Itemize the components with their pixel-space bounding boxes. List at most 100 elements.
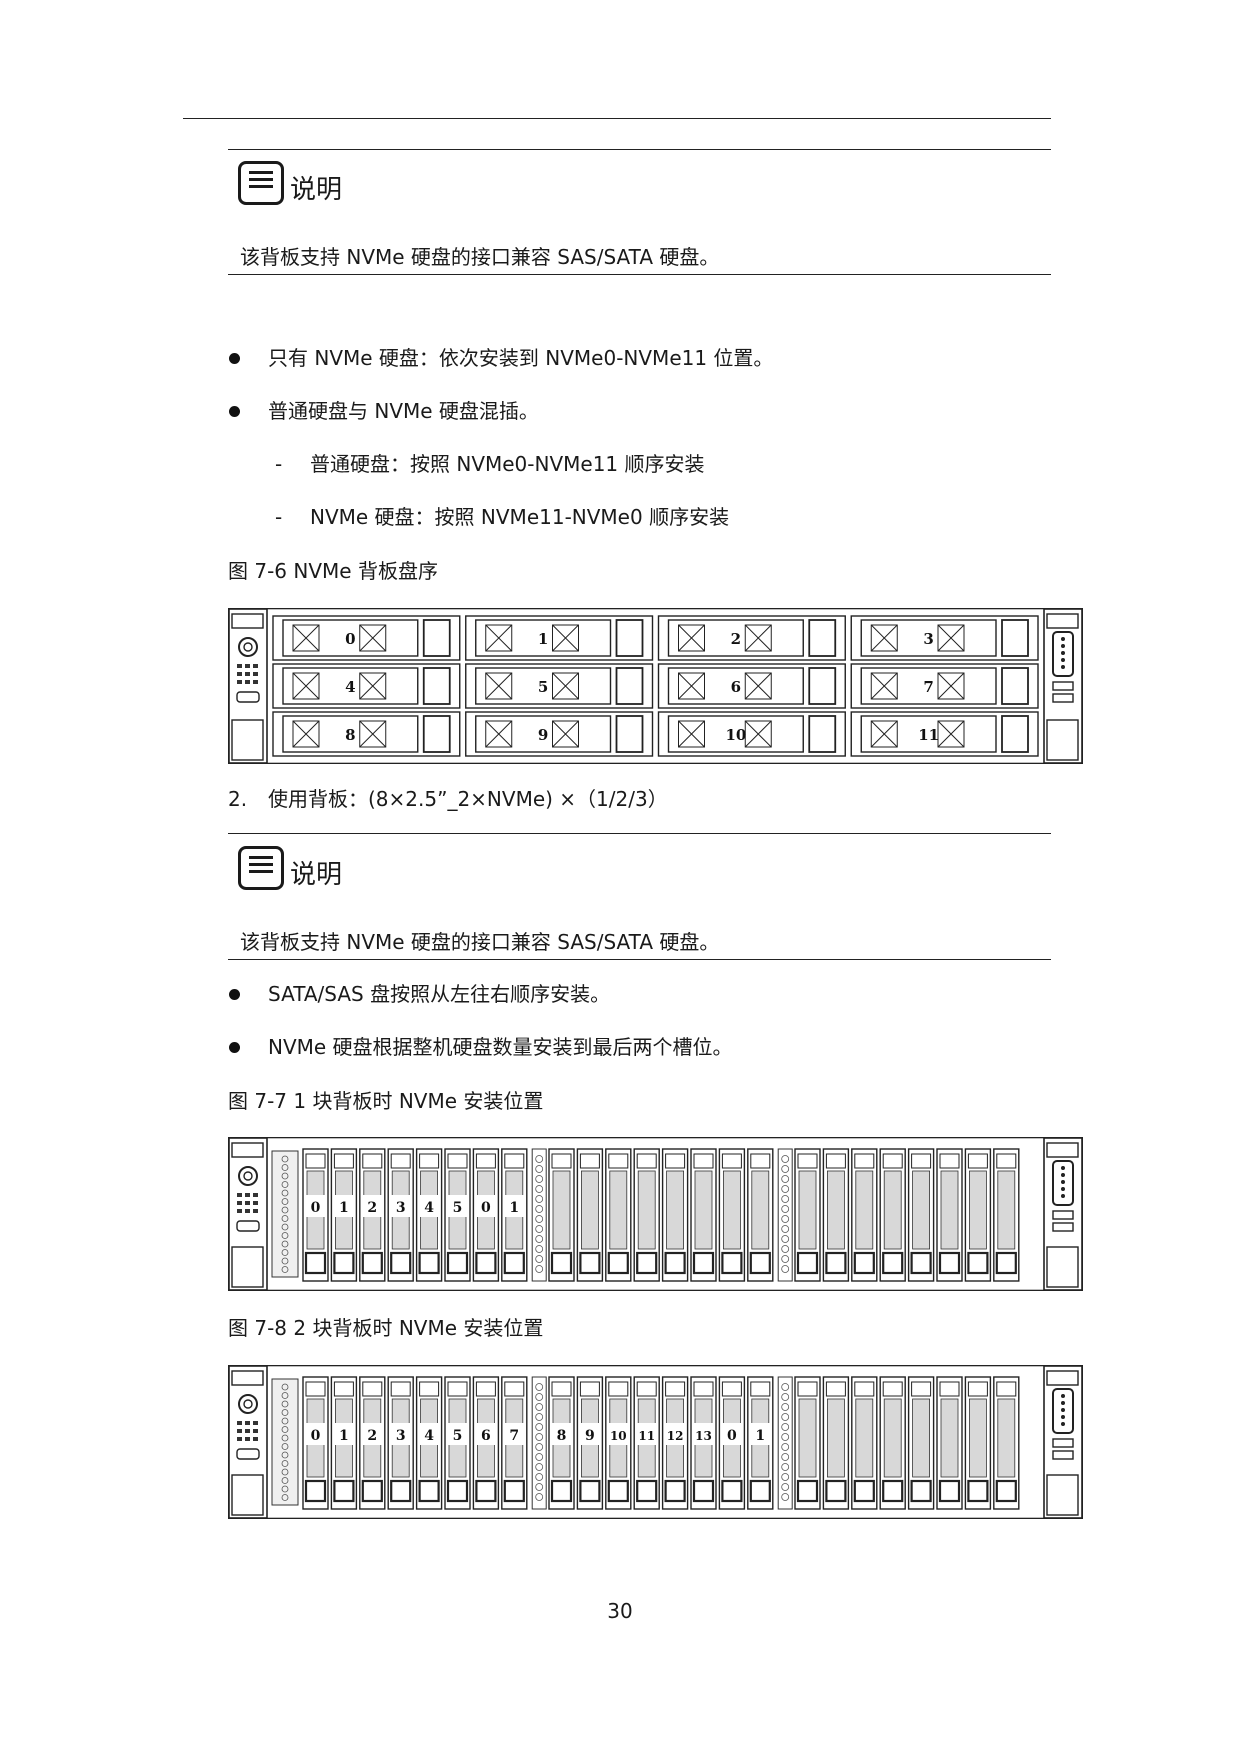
divider-hole [535,1175,544,1183]
drive-bay [661,1148,689,1282]
vent-icon [359,672,387,700]
divider-hole [781,1165,790,1173]
drive-bay [907,1376,935,1510]
drive-mesh [997,1398,1016,1478]
drive-handle [853,1479,875,1503]
drive-handle [550,1251,573,1275]
label-background [580,1423,600,1445]
divider-hole [781,1245,790,1253]
drive-bay [747,1376,774,1510]
divider-hole [781,1175,790,1183]
bay-divider [777,1148,793,1282]
vent-cross [870,672,898,700]
vent-icon [292,672,320,700]
usb-port-icon [236,691,260,703]
drive-release [390,1153,411,1169]
left-ear [228,1137,268,1291]
drive-slot-label: 4 [424,1428,434,1444]
vent-icon [552,720,579,748]
drive-release [967,1381,988,1397]
drive-handle [938,1251,961,1275]
drive-mesh [637,1170,656,1250]
drive-release [636,1381,657,1397]
sub-bullet-dash: - [275,505,283,529]
drive-handle [475,1479,497,1503]
note2-title: 说明 [290,860,343,890]
vga-pin [1061,651,1065,655]
drive-latch [422,667,451,705]
drive-handle [607,1251,629,1275]
drive-slot-label: 5 [453,1428,463,1444]
drive-latch [1001,619,1029,657]
drive-carrier [475,715,612,753]
vent-icon [552,672,579,700]
drive-bay [993,1148,1020,1282]
drive-slot-label: 5 [538,678,548,696]
note2-heading: 说明 [238,846,342,890]
drive-bay [501,1148,528,1282]
bay-divider [531,1148,547,1282]
drive-bay [548,1376,575,1510]
drive-carrier [860,619,997,657]
drive-bay [387,1148,414,1282]
drive-handle [304,1479,327,1503]
ear-bottom-handle [1046,1474,1079,1516]
divider-hole [781,1195,790,1203]
drive-release [797,1153,818,1169]
right-ear [1043,1365,1083,1519]
item2-number: 2. [228,787,248,811]
vent-icon [870,624,898,652]
drive-release [579,1381,600,1397]
divider-hole [535,1433,544,1441]
ear-handle [231,1370,264,1386]
status-led-icon [253,1421,258,1425]
divider-hole [535,1463,544,1471]
drive-handle [664,1251,686,1275]
vent-icon [744,720,772,748]
drive-handle [796,1251,819,1275]
drive-bay [993,1376,1020,1510]
drive-bay [822,1376,850,1510]
divider-hole [781,1255,790,1263]
mesh-hole [281,1155,289,1163]
drive-slot-label: 1 [538,630,548,648]
vent-icon [744,624,772,652]
drive-slot-label: 13 [695,1429,712,1443]
drive-release [911,1153,932,1169]
vga-pin [1061,1173,1065,1177]
drive-handle [749,1251,771,1275]
drive-bay [851,1148,878,1282]
drive-mesh [666,1170,685,1250]
drive-latch [1001,667,1029,705]
drive-handle [721,1251,743,1275]
divider-hole [781,1215,790,1223]
drive-mesh [940,1170,959,1250]
drive-handle [692,1251,715,1275]
drive-carrier [282,715,419,753]
status-led-icon [253,1437,258,1441]
status-led-icon [253,1193,258,1197]
divider-hole [781,1225,790,1233]
drive-mesh [912,1170,930,1250]
label-background [362,1423,382,1445]
bullet-dot [229,989,240,1000]
drive-slot-label: 1 [755,1428,765,1444]
mesh-hole [281,1460,289,1467]
status-led-icon [237,1201,242,1205]
label-background [448,1423,467,1445]
drive-latch [1001,715,1029,753]
ear-handle [231,1142,264,1158]
item2-text: 使用背板：(8×2.5”_2×NVMe) ×（1/2/3） [268,787,668,811]
drive-release [333,1381,354,1397]
vga-pin [1061,1194,1065,1198]
divider-hole [781,1265,790,1273]
label-background [334,1195,354,1217]
label-background [694,1423,713,1445]
vga-pin [1061,637,1065,641]
divider-hole [535,1393,544,1401]
divider-hole [781,1155,790,1163]
drive-handle [636,1251,658,1275]
label-background [504,1423,524,1445]
vent-cross [485,720,513,748]
vent-icon [485,624,513,652]
